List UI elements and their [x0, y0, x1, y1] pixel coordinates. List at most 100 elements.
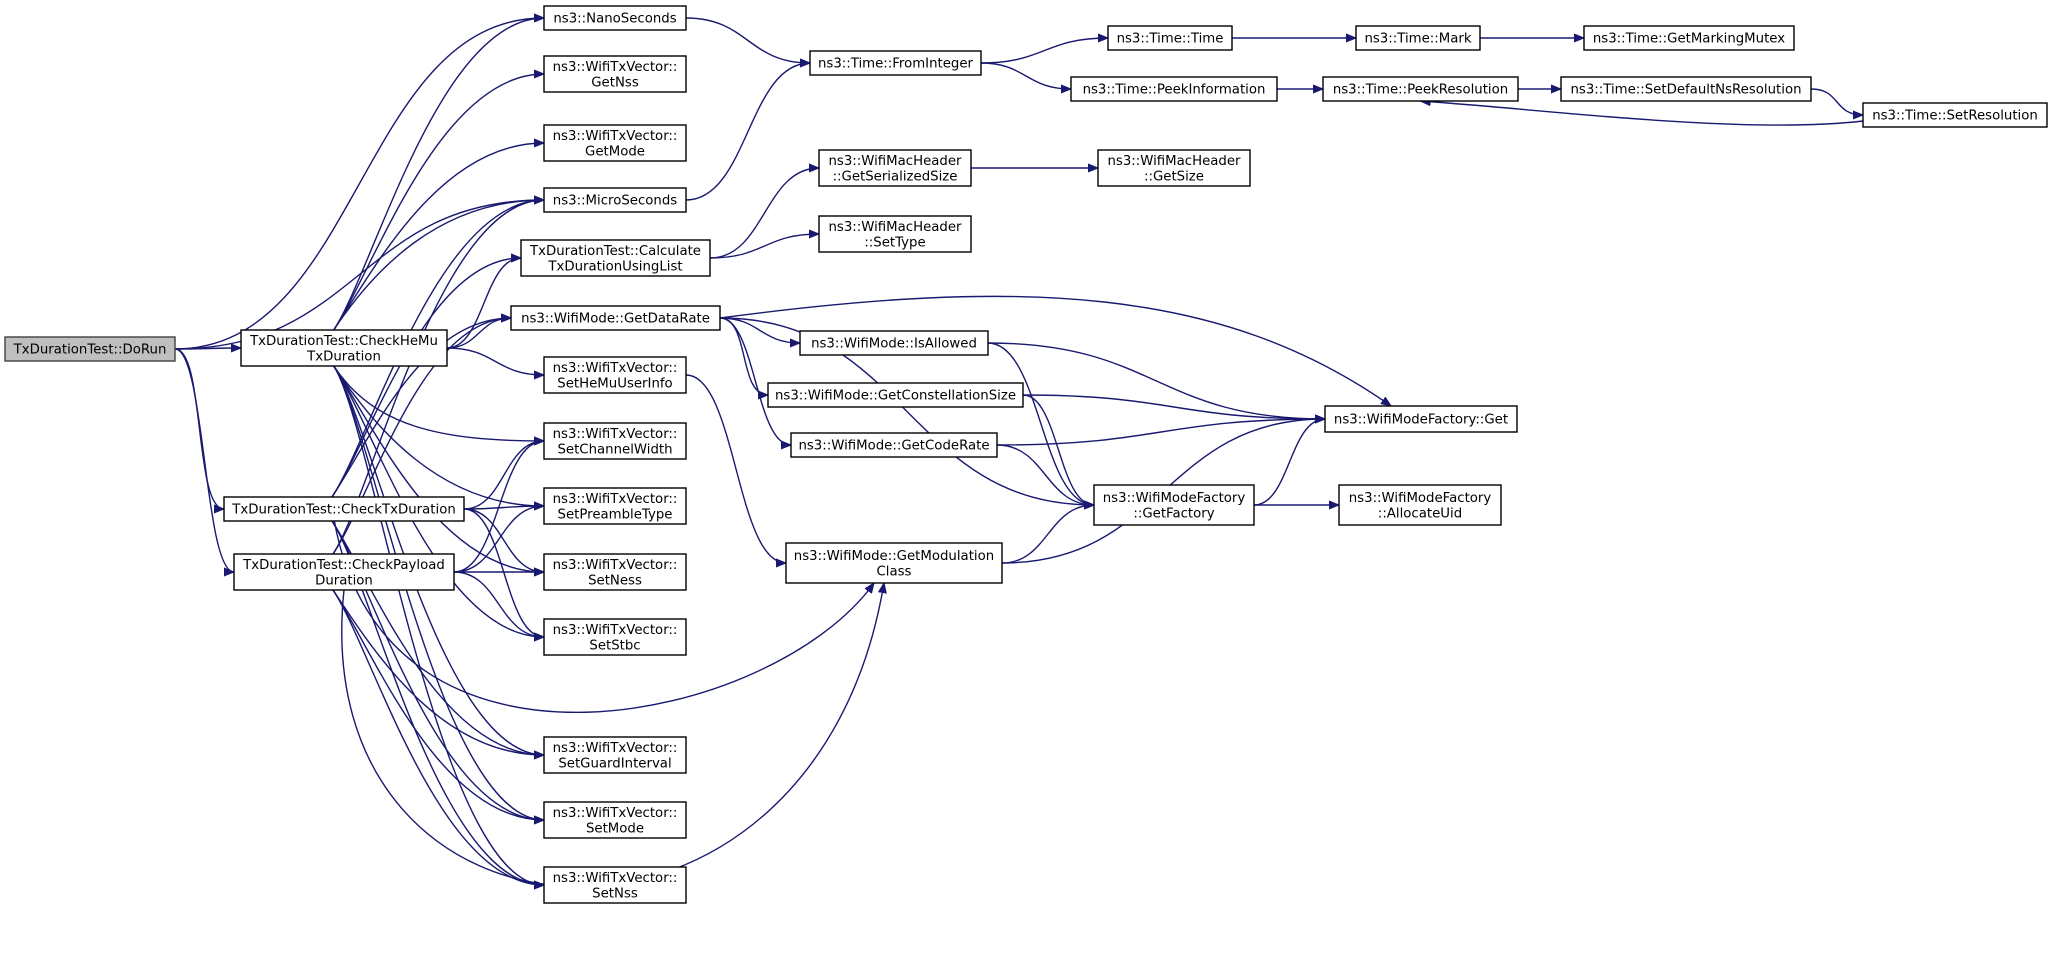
node-calclist[interactable]: TxDurationTest::CalculateTxDurationUsing… [520, 239, 711, 277]
node-getdatarate[interactable]: ns3::WifiMode::GetDataRate [510, 305, 721, 331]
node-box [543, 801, 687, 839]
node-getmutex[interactable]: ns3::Time::GetMarkingMutex [1583, 25, 1795, 51]
node-getfactory[interactable]: ns3::WifiModeFactory::GetFactory [1093, 484, 1255, 526]
node-microseconds[interactable]: ns3::MicroSeconds [543, 187, 687, 213]
node-peekinfo[interactable]: ns3::Time::PeekInformation [1070, 76, 1278, 102]
edge-checkhemu-to-nanoseconds [333, 18, 544, 331]
node-box [1093, 484, 1255, 526]
node-box [1097, 149, 1251, 187]
node-label: ns3::WifiTxVector:: [553, 361, 678, 376]
node-label: SetStbc [589, 638, 640, 653]
node-label: ns3::WifiMode::GetDataRate [521, 312, 710, 327]
node-dorun[interactable]: TxDurationTest::DoRun [4, 336, 176, 362]
node-label: TxDurationTest::CheckPayload [242, 558, 445, 573]
node-setness[interactable]: ns3::WifiTxVector::SetNess [543, 553, 687, 591]
node-box [510, 305, 721, 331]
node-label: TxDurationUsingList [547, 259, 682, 274]
node-label: ns3::WifiTxVector:: [553, 741, 678, 756]
edge-dorun-to-checkpayload [174, 348, 235, 572]
edge-checkpayload-to-setchannelwidth [453, 441, 544, 573]
node-setres[interactable]: ns3::Time::SetResolution [1862, 102, 2048, 128]
edge-checkhemu-to-microseconds [333, 200, 544, 331]
node-box [1107, 25, 1233, 51]
node-label: ns3::WifiMode::GetConstellationSize [775, 389, 1016, 404]
edge-getdatarate-to-getconst [719, 317, 769, 395]
node-label: ::AllocateUid [1378, 506, 1462, 521]
node-frominteger[interactable]: ns3::Time::FromInteger [809, 50, 982, 76]
node-label: ns3::WifiTxVector:: [553, 129, 678, 144]
node-setstbc[interactable]: ns3::WifiTxVector::SetStbc [543, 618, 687, 656]
edge-checkhemu-to-setstbc [333, 365, 544, 637]
node-label: ns3::WifiMode::GetModulation [794, 549, 994, 564]
node-setmode[interactable]: ns3::WifiTxVector::SetMode [543, 801, 687, 839]
node-setpreamble[interactable]: ns3::WifiTxVector::SetPreambleType [543, 487, 687, 525]
edge-getdatarate-to-factoryget [719, 295, 1391, 406]
edge-calclist-to-settype [709, 234, 819, 259]
node-box [240, 329, 448, 367]
nodes: TxDurationTest::DoRunTxDurationTest::Che… [4, 5, 2048, 904]
node-isallowed[interactable]: ns3::WifiMode::IsAllowed [799, 330, 989, 356]
edge-getconst-to-getfactory [1022, 394, 1095, 505]
node-getnss[interactable]: ns3::WifiTxVector::GetNss [543, 55, 687, 93]
edge-checkhemu-to-setnss [333, 365, 544, 885]
node-box [543, 55, 687, 93]
edge-checkpayload-to-setpreamble [453, 506, 544, 573]
node-box [809, 50, 982, 76]
node-box [543, 422, 687, 460]
node-label: ns3::NanoSeconds [553, 12, 676, 27]
node-checktx[interactable]: TxDurationTest::CheckTxDuration [223, 496, 465, 522]
node-box [785, 542, 1003, 584]
node-timemark[interactable]: ns3::Time::Mark [1355, 25, 1481, 51]
edge-isallowed-to-getfactory [987, 342, 1094, 505]
node-box [543, 866, 687, 904]
node-getmode[interactable]: ns3::WifiTxVector::GetMode [543, 124, 687, 162]
node-label: ns3::WifiModeFactory [1103, 491, 1246, 506]
node-label: ns3::Time::Mark [1364, 32, 1471, 47]
node-setguard[interactable]: ns3::WifiTxVector::SetGuardInterval [543, 736, 687, 774]
node-nanoseconds[interactable]: ns3::NanoSeconds [543, 5, 687, 31]
node-allocuid[interactable]: ns3::WifiModeFactory::AllocateUid [1338, 484, 1502, 526]
node-settype[interactable]: ns3::WifiMacHeader::SetType [818, 215, 972, 253]
node-box [799, 330, 989, 356]
node-label: ns3::WifiTxVector:: [553, 60, 678, 75]
node-label: TxDuration [306, 349, 381, 364]
node-label: ns3::WifiTxVector:: [553, 492, 678, 507]
node-sethemu[interactable]: ns3::WifiTxVector::SetHeMuUserInfo [543, 356, 687, 394]
node-getserialized[interactable]: ns3::WifiMacHeader::GetSerializedSize [818, 149, 972, 187]
node-label: Class [877, 564, 912, 579]
node-label: ns3::Time::FromInteger [818, 57, 974, 72]
edge-getcoderate-to-factoryget [996, 419, 1325, 446]
edge-setdefaultns-to-setres [1810, 88, 1863, 115]
edge-checktx-to-setpreamble [463, 506, 544, 509]
node-setdefaultns[interactable]: ns3::Time::SetDefaultNsResolution [1560, 76, 1812, 102]
node-box [4, 336, 176, 362]
edge-checkpayload-to-getdatarate [332, 318, 511, 555]
edge-checktx-to-getdatarate [331, 318, 511, 498]
edge-getmodclass-to-getfactory [1001, 505, 1094, 564]
edge-frominteger-to-timetime [980, 38, 1108, 64]
node-box [543, 736, 687, 774]
node-setnss[interactable]: ns3::WifiTxVector::SetNss [543, 866, 687, 904]
edge-checktx-to-setness [463, 508, 544, 572]
edge-getdatarate-to-getfactory [719, 317, 1094, 505]
edge-checktx-to-setguard [331, 520, 544, 755]
edge-checkpayload-to-setmode [332, 589, 544, 820]
node-box [223, 496, 465, 522]
node-box [1862, 102, 2048, 128]
node-setchannelwidth[interactable]: ns3::WifiTxVector::SetChannelWidth [543, 422, 687, 460]
node-getsize[interactable]: ns3::WifiMacHeader::GetSize [1097, 149, 1251, 187]
node-factoryget[interactable]: ns3::WifiModeFactory::Get [1324, 405, 1518, 433]
node-peekres[interactable]: ns3::Time::PeekResolution [1322, 76, 1519, 102]
node-label: SetNess [588, 573, 642, 588]
node-label: SetNss [592, 886, 638, 901]
node-box [543, 124, 687, 162]
node-getcoderate[interactable]: ns3::WifiMode::GetCodeRate [790, 432, 998, 458]
node-box [818, 215, 972, 253]
node-getconst[interactable]: ns3::WifiMode::GetConstellationSize [767, 382, 1024, 408]
node-timetime[interactable]: ns3::Time::Time [1107, 25, 1233, 51]
node-label: TxDurationTest::CheckTxDuration [231, 503, 456, 518]
